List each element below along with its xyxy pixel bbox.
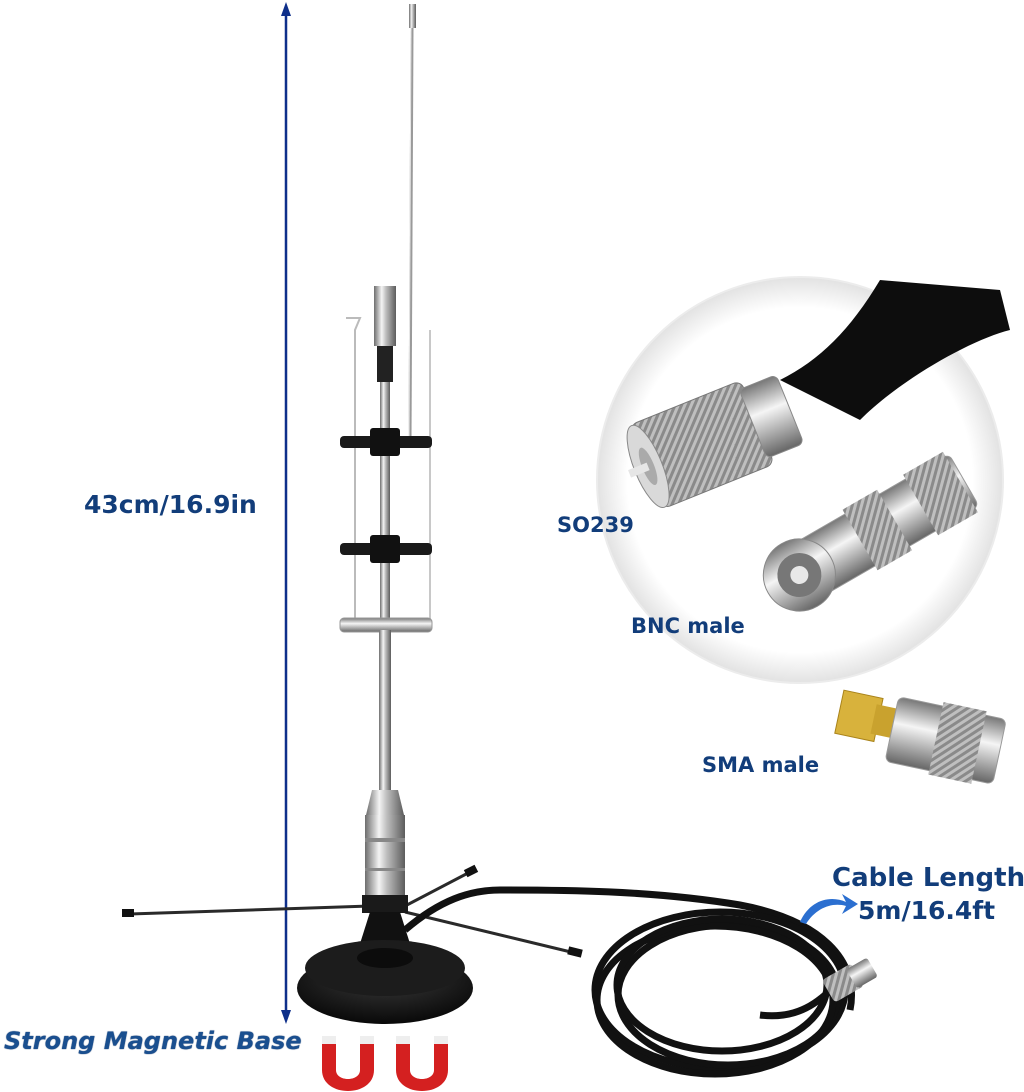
antenna-mast bbox=[365, 630, 405, 895]
cable-arrow-icon bbox=[800, 894, 858, 924]
magnet-icon bbox=[322, 1036, 448, 1091]
cable-pl259-connector bbox=[823, 958, 877, 1002]
cable-length-value: 5m/16.4ft bbox=[858, 896, 996, 925]
antenna-radials bbox=[122, 864, 583, 958]
connector-bnc bbox=[762, 451, 978, 612]
dimension-arrow bbox=[281, 2, 291, 1024]
connector-sma bbox=[834, 689, 1006, 784]
connector-so239 bbox=[626, 376, 803, 508]
connector-inset bbox=[596, 276, 1010, 684]
magnetic-base bbox=[297, 895, 473, 1024]
sma-male-label: SMA male bbox=[702, 753, 820, 777]
cable-length-title: Cable Length: bbox=[832, 863, 1024, 893]
height-dimension-label: 43cm/16.9in bbox=[84, 490, 257, 519]
coaxial-cable bbox=[402, 886, 855, 1078]
antenna-upper-section bbox=[339, 286, 433, 633]
so239-label: SO239 bbox=[557, 513, 634, 537]
magnetic-base-label: Strong Magnetic Base bbox=[4, 1027, 302, 1055]
antenna-whip bbox=[408, 4, 416, 441]
bnc-male-label: BNC male bbox=[631, 614, 745, 638]
